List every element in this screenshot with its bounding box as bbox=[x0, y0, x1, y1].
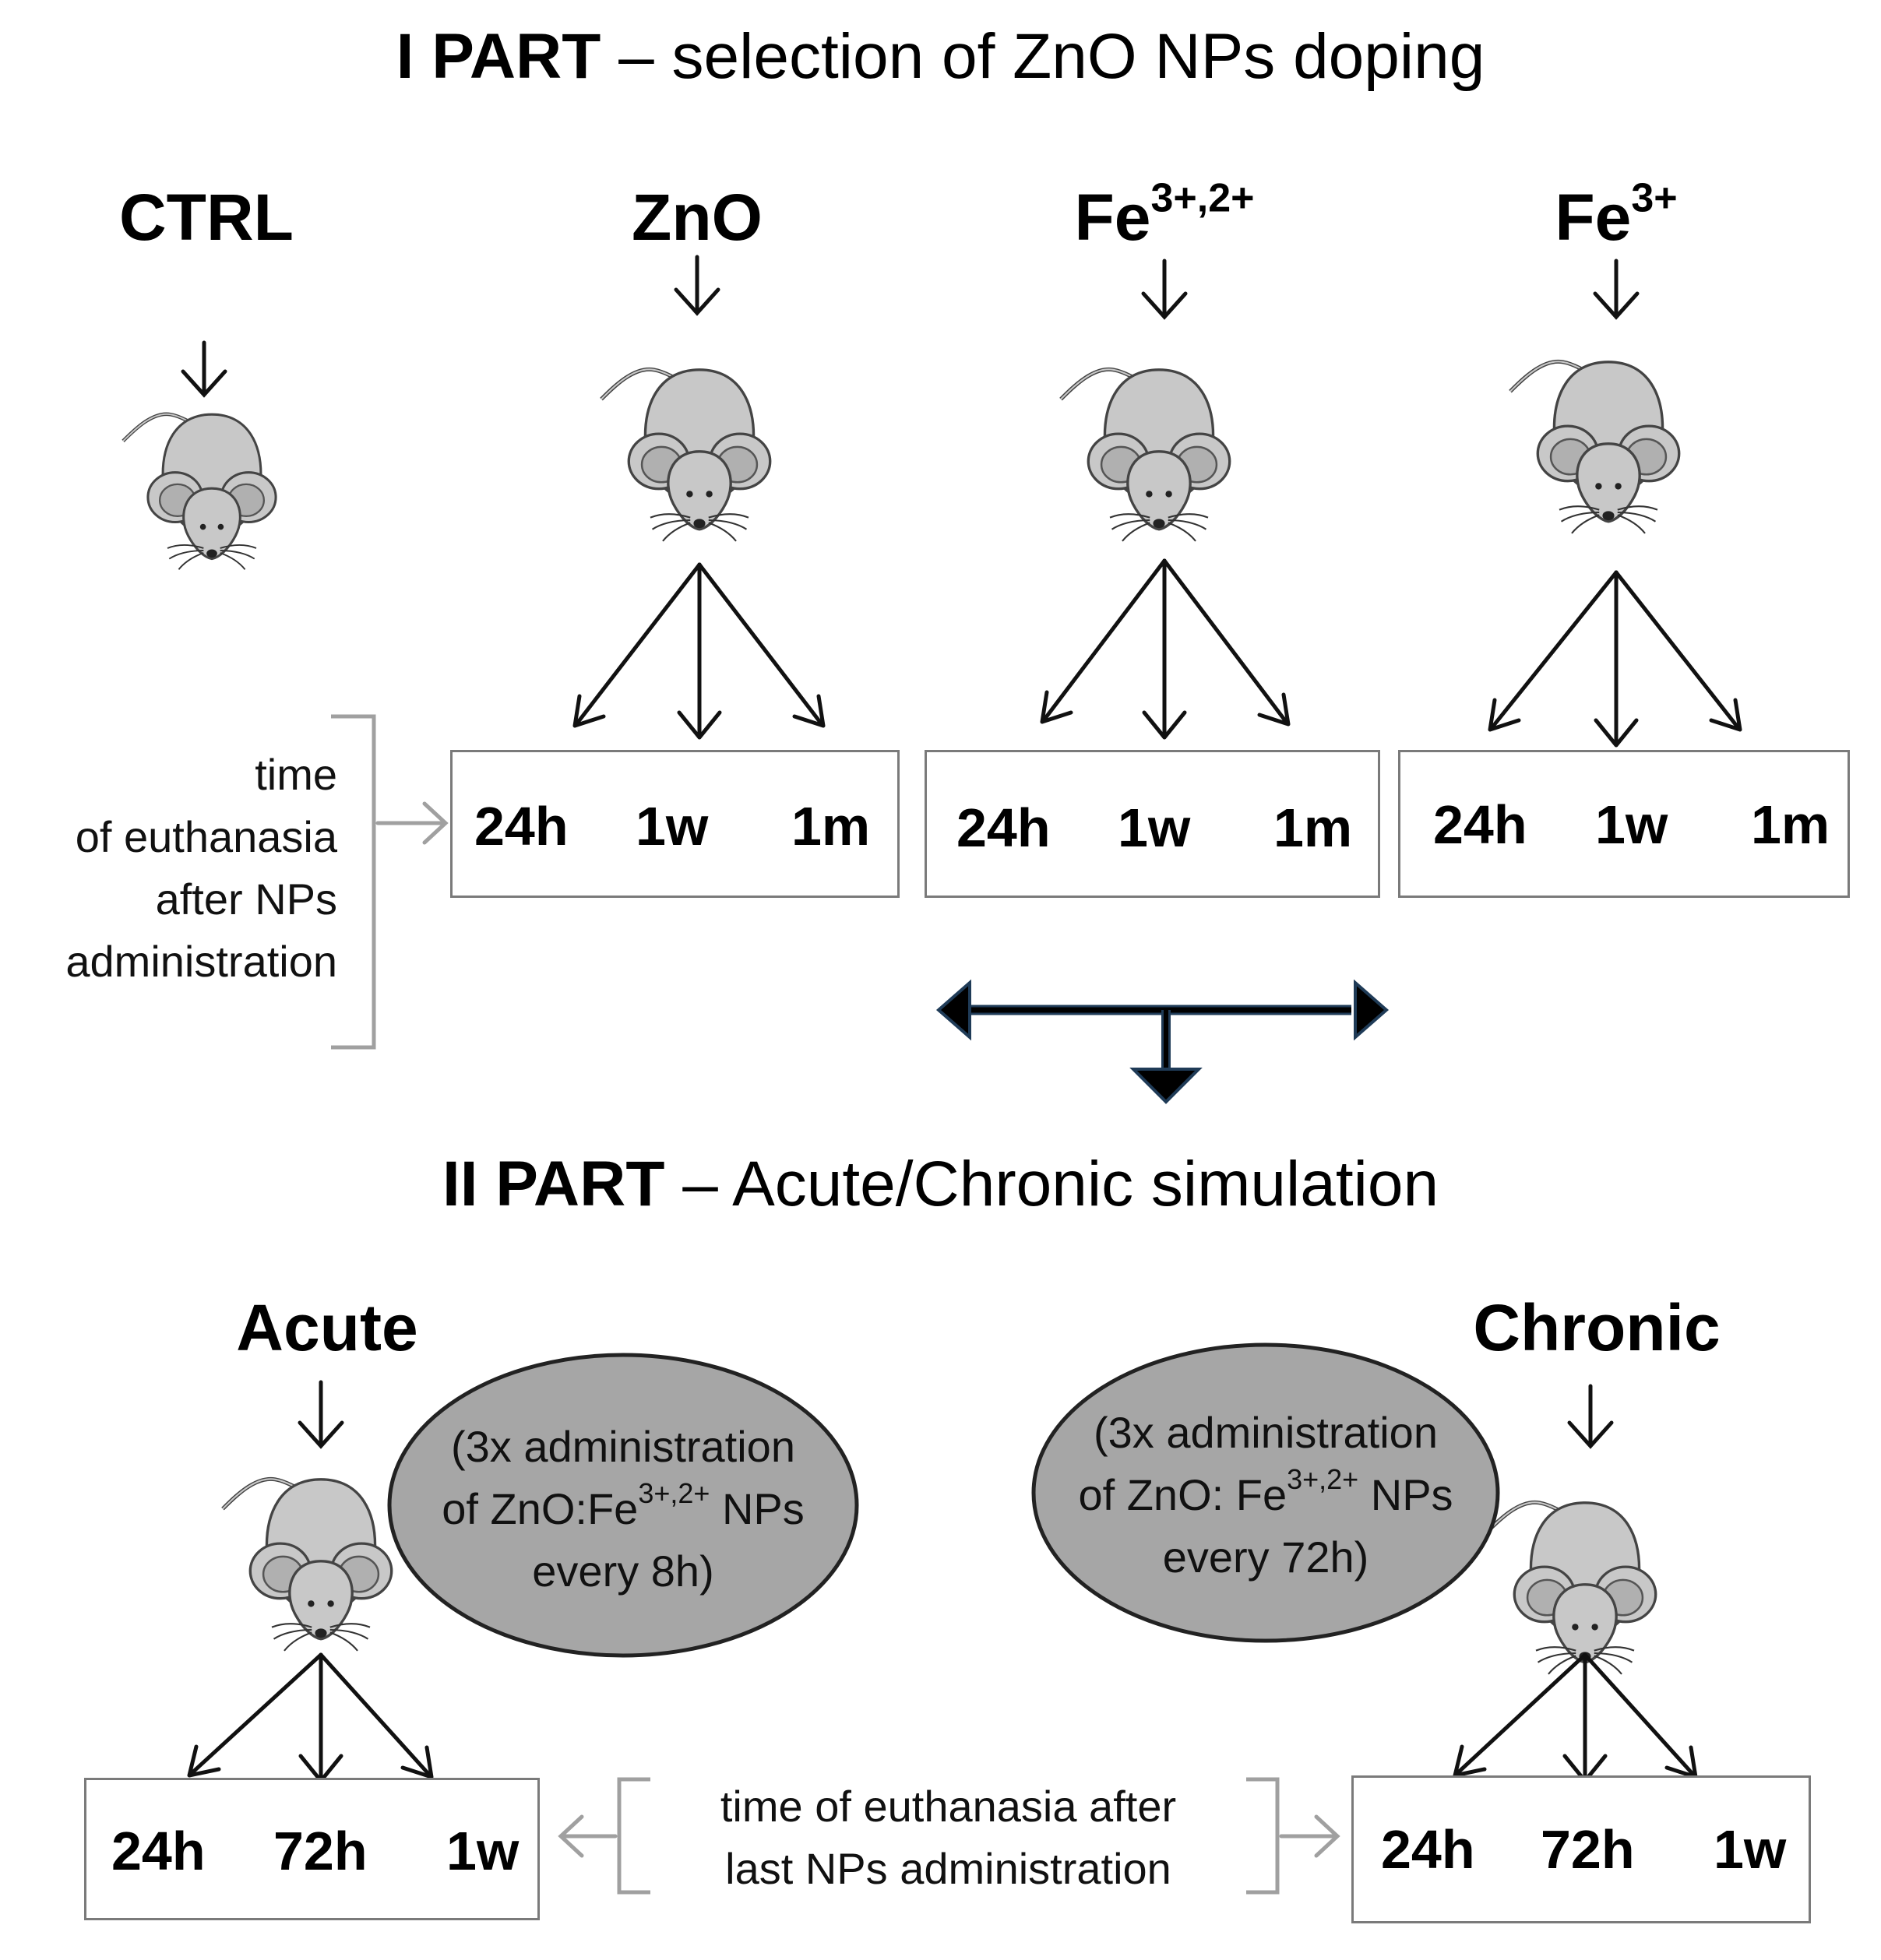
timepoint-24h: 24h bbox=[111, 1821, 206, 1881]
mouse-fe3-icon bbox=[1510, 361, 1679, 533]
bracket-part2-right-icon bbox=[1246, 1777, 1280, 1895]
arrow-zno-icon bbox=[674, 255, 720, 316]
group-label-ctrl: CTRL bbox=[119, 181, 294, 254]
timepoint-24h: 24h bbox=[1381, 1819, 1475, 1880]
arrow-fe3-icon bbox=[1593, 259, 1640, 320]
timepoint-1w: 1w bbox=[1714, 1819, 1787, 1880]
timepoint-1w: 1w bbox=[446, 1821, 520, 1881]
fan-arrows-fe3-icon bbox=[1488, 570, 1742, 748]
gray-arrow-left-icon bbox=[558, 1814, 618, 1858]
fan-arrows-acute-icon bbox=[187, 1652, 434, 1783]
group-label-fe32: Fe3+,2+ bbox=[1074, 175, 1255, 254]
gray-arrow-right-icon bbox=[1279, 1814, 1340, 1858]
fan-arrows-fe32-icon bbox=[1040, 558, 1291, 740]
chronic-ellipse-text: (3x administration of ZnO: Fe3+,2+ NPs e… bbox=[1078, 1408, 1453, 1582]
fan-arrows-zno-icon bbox=[572, 562, 826, 740]
arrow-ctrl-icon bbox=[181, 340, 227, 398]
timepoint-24h: 24h bbox=[956, 797, 1051, 858]
acute-ellipse bbox=[387, 1353, 859, 1658]
double-arrow-icon bbox=[935, 979, 1390, 1104]
euthanasia-note-part2: time of euthanasia after last NPs admini… bbox=[720, 1782, 1177, 1893]
timepoint-box-fe32: 24h 1w 1m bbox=[925, 750, 1380, 898]
mouse-acute-icon bbox=[223, 1479, 392, 1651]
timepoint-1m: 1m bbox=[1751, 794, 1830, 855]
bracket-part1-icon bbox=[331, 714, 376, 1050]
group-label-chronic: Chronic bbox=[1473, 1291, 1721, 1364]
group-label-zno: ZnO bbox=[632, 181, 763, 254]
timepoint-24h: 24h bbox=[1433, 794, 1527, 855]
timepoint-72h: 72h bbox=[1541, 1819, 1635, 1880]
mouse-chronic-icon bbox=[1487, 1502, 1656, 1674]
arrow-fe32-icon bbox=[1141, 259, 1188, 320]
timepoint-72h: 72h bbox=[273, 1821, 368, 1881]
timepoint-1m: 1m bbox=[791, 796, 871, 857]
arrow-acute-icon bbox=[298, 1380, 344, 1449]
mouse-fe32-icon bbox=[1061, 369, 1230, 541]
chronic-ellipse bbox=[1031, 1342, 1500, 1643]
euthanasia-note-part1: time of euthanasia after NPs administrat… bbox=[65, 750, 337, 986]
mouse-zno-icon bbox=[601, 369, 770, 541]
timepoint-1w: 1w bbox=[636, 796, 709, 857]
timepoint-1m: 1m bbox=[1273, 797, 1353, 858]
group-label-acute: Acute bbox=[236, 1291, 418, 1364]
timepoint-box-zno: 24h 1w 1m bbox=[450, 750, 900, 898]
timepoint-box-acute: 24h 72h 1w bbox=[84, 1778, 540, 1920]
part1-title: I PART – selection of ZnO NPs doping bbox=[396, 21, 1485, 92]
arrow-chronic-icon bbox=[1567, 1384, 1614, 1449]
mouse-ctrl-icon bbox=[123, 414, 276, 570]
gray-arrow-part1-icon bbox=[375, 801, 449, 845]
acute-ellipse-text: (3x administration of ZnO:Fe3+,2+ NPs ev… bbox=[442, 1422, 805, 1596]
timepoint-1w: 1w bbox=[1118, 797, 1191, 858]
bracket-part2-left-icon bbox=[617, 1777, 650, 1895]
timepoint-box-chronic: 24h 72h 1w bbox=[1351, 1775, 1811, 1923]
timepoint-1w: 1w bbox=[1595, 794, 1668, 855]
timepoint-24h: 24h bbox=[474, 796, 569, 857]
timepoint-box-fe3: 24h 1w 1m bbox=[1398, 750, 1850, 898]
part2-title: II PART – Acute/Chronic simulation bbox=[442, 1149, 1439, 1219]
fan-arrows-chronic-icon bbox=[1453, 1652, 1698, 1783]
group-label-fe3: Fe3+ bbox=[1555, 175, 1678, 254]
